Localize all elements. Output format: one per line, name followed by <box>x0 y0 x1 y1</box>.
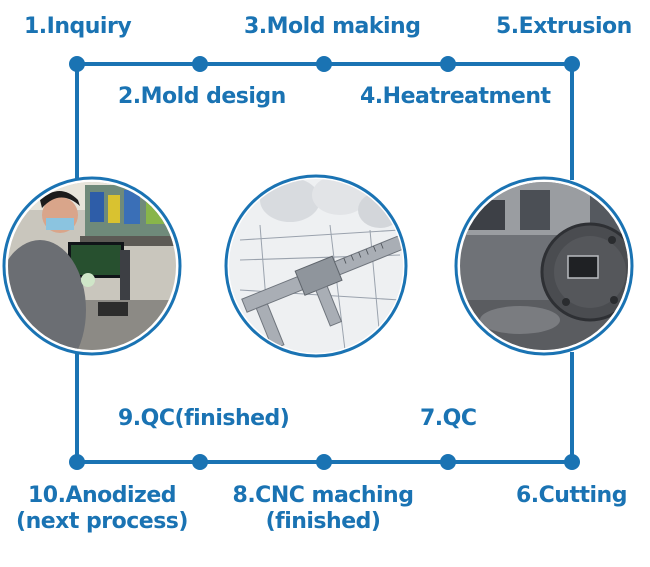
step-10-line1: 10.Anodized <box>27 483 177 508</box>
step-8-line2: (finished) <box>265 509 381 535</box>
step-3-label: 3.Mold making <box>244 14 421 39</box>
node-1 <box>69 56 85 72</box>
node-2 <box>192 56 208 72</box>
extrusion-die-photo-icon <box>454 176 634 356</box>
step-6-label: 6.Cutting <box>516 483 627 508</box>
node-3 <box>316 56 332 72</box>
step-1-label: 1.Inquiry <box>24 14 132 39</box>
step-7-label: 7.QC <box>420 406 477 431</box>
node-5 <box>564 56 580 72</box>
node-8 <box>316 454 332 470</box>
node-7 <box>440 454 456 470</box>
step-4-label: 4.Heatreatment <box>360 84 551 109</box>
node-10 <box>69 454 85 470</box>
technician-lab-photo-icon <box>2 176 182 356</box>
step-8-line1: 8.CNC maching <box>232 483 414 508</box>
step-2-label: 2.Mold design <box>118 84 286 109</box>
step-5-label: 5.Extrusion <box>496 14 632 39</box>
step-10-line2: (next process) <box>16 509 188 535</box>
step-8-label: 8.CNC maching (finished) <box>228 483 418 536</box>
step-9-label: 9.QC(finished) <box>118 406 290 431</box>
node-9 <box>192 454 208 470</box>
node-6 <box>564 454 580 470</box>
flow-nodes <box>69 56 580 470</box>
step-10-label: 10.Anodized (next process) <box>12 483 192 536</box>
blueprint-caliper-photo-icon <box>224 174 408 358</box>
node-4 <box>440 56 456 72</box>
